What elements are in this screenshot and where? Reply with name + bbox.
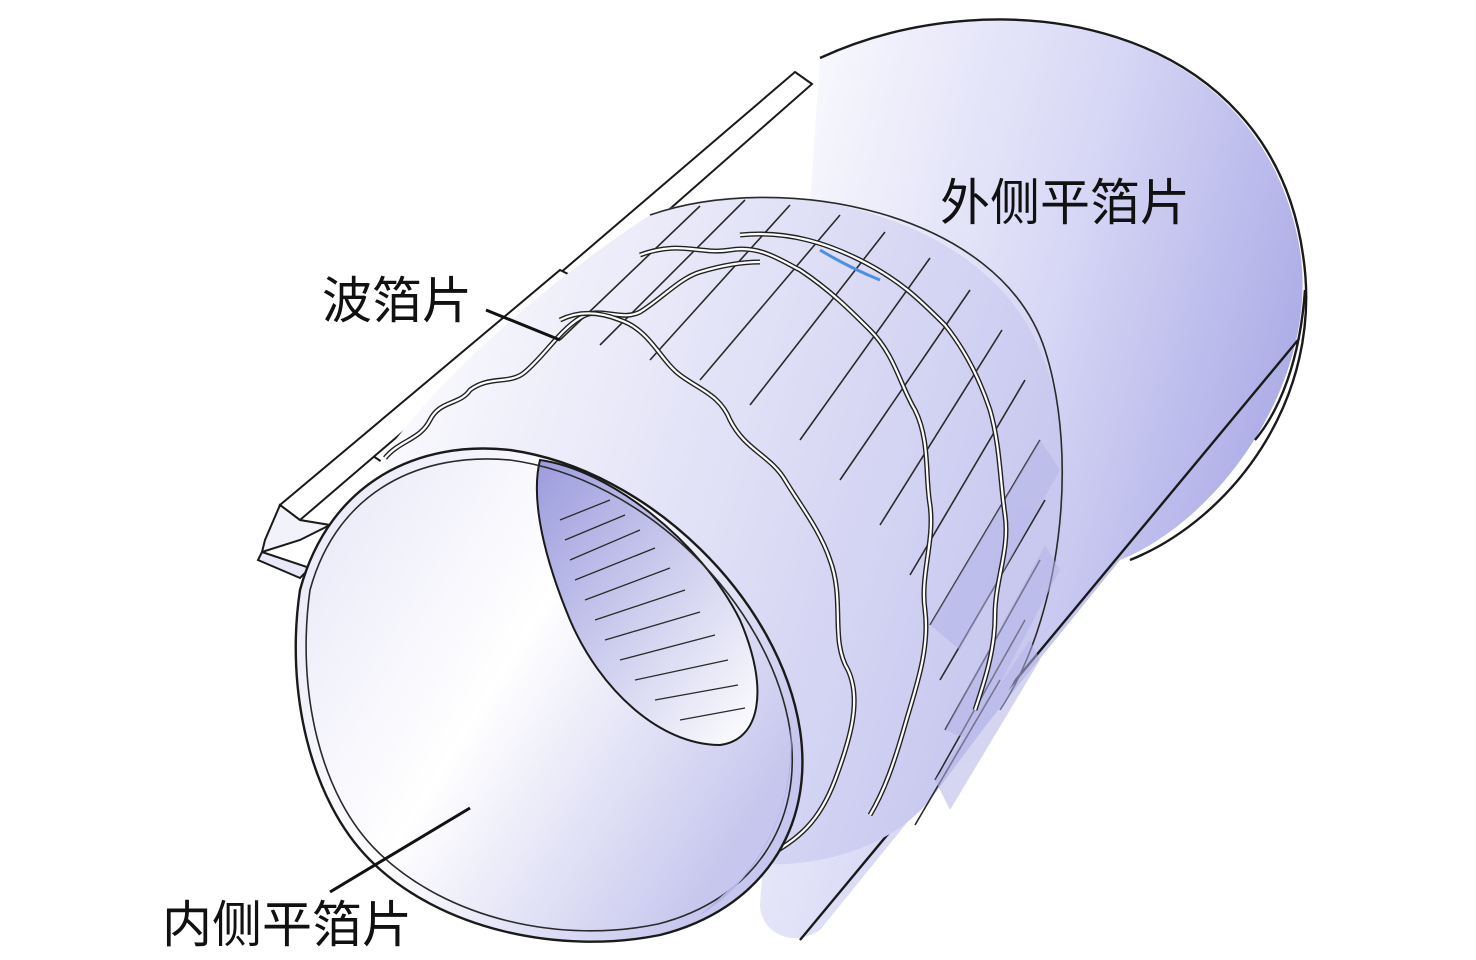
wave-row-4: [739, 231, 1009, 711]
inner-flat-foil-leader-line: [329, 806, 471, 894]
wave-foil-band: [380, 196, 1065, 865]
inner-flat-foil-label: 内侧平箔片: [162, 896, 412, 954]
highlight-edge: [819, 248, 881, 282]
inner-flat-foil-shell: [294, 447, 804, 943]
label-outer-flat-foil: 外侧平箔片: [940, 174, 1190, 232]
wave-row-1: [383, 259, 761, 460]
outer-flat-foil-label: 外侧平箔片: [940, 174, 1190, 232]
label-inner-flat-foil: 内侧平箔片: [162, 806, 471, 954]
wave-row-3: [639, 245, 934, 817]
wave-foil-leader-line: [485, 308, 561, 342]
band-ridge-shading: [930, 440, 1060, 810]
wave-row-2: [558, 310, 857, 863]
label-wave-foil: 波箔片: [322, 272, 561, 342]
wave-foil-label: 波箔片: [322, 272, 472, 330]
bore-hatching: [559, 499, 746, 721]
